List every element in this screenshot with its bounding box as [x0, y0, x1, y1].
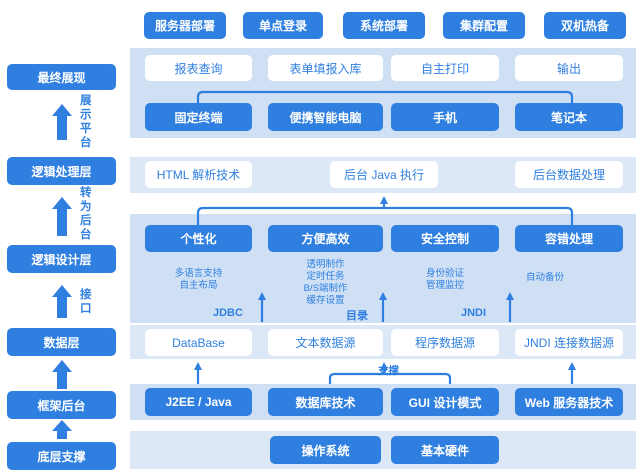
label-support: 支撑	[378, 365, 399, 377]
note-line: 自动备份	[525, 272, 564, 283]
note-line: 管理监控	[425, 280, 464, 291]
foundation-band	[130, 431, 636, 469]
side-caption-backend: 转为后台	[80, 187, 92, 241]
terminal-fixed[interactable]: 固定终端	[145, 103, 252, 131]
func-self-print[interactable]: 自主打印	[391, 55, 499, 81]
notes-fault-tolerance: 自动备份	[515, 272, 575, 284]
design-fault-tolerance[interactable]: 容错处理	[515, 225, 623, 252]
terminal-laptop[interactable]: 笔记本	[515, 103, 623, 131]
label-directory: 目录	[346, 310, 368, 322]
label-jndi: JNDI	[461, 307, 487, 319]
label-jdbc: JDBC	[213, 307, 243, 319]
layer-final-display[interactable]: 最终展现	[7, 64, 116, 90]
logic-data-process[interactable]: 后台数据处理	[515, 161, 623, 188]
layer-data[interactable]: 数据层	[7, 328, 116, 356]
note-line: 自主布局	[179, 280, 218, 291]
layer-logic-processing[interactable]: 逻辑处理层	[7, 157, 116, 185]
side-caption-display-platform: 展示平台	[80, 95, 92, 149]
design-convenience[interactable]: 方便高效	[268, 225, 383, 252]
layer-foundation[interactable]: 底层支撑	[7, 442, 116, 470]
logic-html-parse[interactable]: HTML 解析技术	[145, 161, 252, 188]
func-report-query[interactable]: 报表查询	[145, 55, 252, 81]
layer-framework[interactable]: 框架后台	[7, 391, 116, 419]
framework-j2ee-java[interactable]: J2EE / Java	[145, 388, 252, 416]
note-line: B/S端制作	[303, 283, 348, 294]
foundation-os[interactable]: 操作系统	[270, 436, 381, 464]
top-item-cluster-config[interactable]: 集群配置	[443, 12, 525, 39]
note-line: 缓存设置	[306, 295, 345, 306]
data-jndi-source[interactable]: JNDI 连接数据源	[515, 329, 623, 356]
top-item-sso[interactable]: 单点登录	[243, 12, 323, 39]
note-line: 多语言支持	[174, 268, 223, 279]
notes-security: 身份验证 管理监控	[391, 268, 499, 292]
framework-database-tech[interactable]: 数据库技术	[268, 388, 383, 416]
notes-personalization: 多语言支持 自主布局	[145, 268, 252, 292]
top-item-server-deploy[interactable]: 服务器部署	[144, 12, 226, 39]
note-line: 定时任务	[306, 271, 345, 282]
layer-logic-design[interactable]: 逻辑设计层	[7, 245, 116, 273]
foundation-hardware[interactable]: 基本硬件	[391, 436, 499, 464]
design-personalization[interactable]: 个性化	[145, 225, 252, 252]
func-output[interactable]: 输出	[515, 55, 623, 81]
terminal-phone[interactable]: 手机	[391, 103, 499, 131]
data-database[interactable]: DataBase	[145, 329, 252, 356]
terminal-portable-pc[interactable]: 便携智能电脑	[268, 103, 383, 131]
data-program-source[interactable]: 程序数据源	[391, 329, 499, 356]
data-text-source[interactable]: 文本数据源	[268, 329, 383, 356]
top-item-hot-standby[interactable]: 双机热备	[544, 12, 626, 39]
notes-convenience: 透明制作 定时任务 B/S端制作 缓存设置	[268, 259, 383, 307]
logic-java-exec[interactable]: 后台 Java 执行	[330, 161, 438, 188]
func-form-entry[interactable]: 表单填报入库	[268, 55, 383, 81]
framework-gui-pattern[interactable]: GUI 设计模式	[391, 388, 499, 416]
note-line: 身份验证	[425, 268, 464, 279]
design-security[interactable]: 安全控制	[391, 225, 499, 252]
side-caption-interface: 接口	[80, 289, 92, 315]
top-item-system-deploy[interactable]: 系统部署	[343, 12, 425, 39]
note-line: 透明制作	[306, 259, 345, 270]
framework-web-server[interactable]: Web 服务器技术	[515, 388, 623, 416]
